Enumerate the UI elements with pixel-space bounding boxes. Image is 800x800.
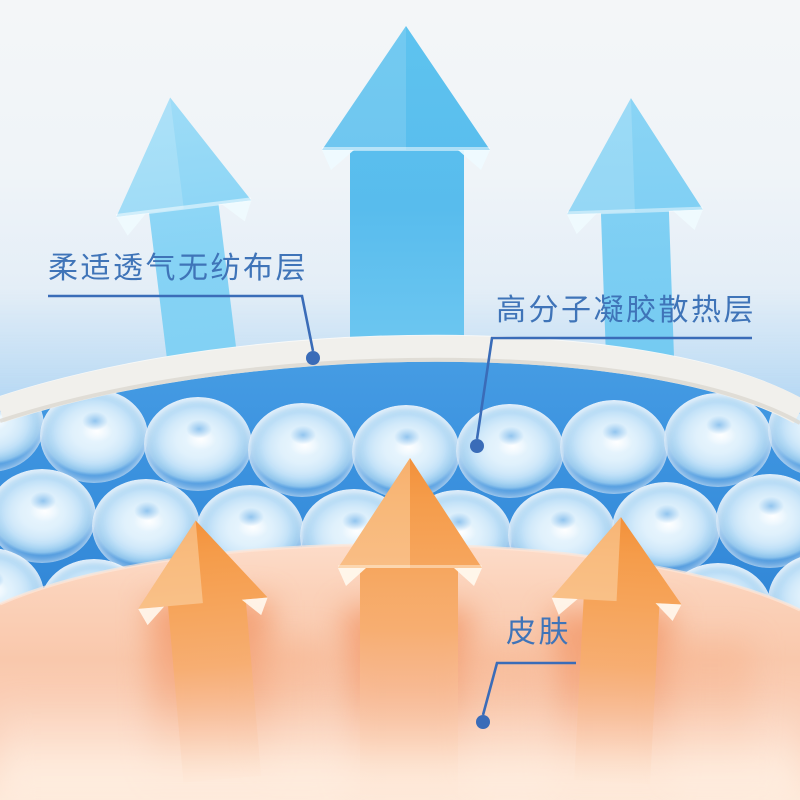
anchor-dot-icon: [470, 439, 484, 453]
label-nonwoven-layer: 柔适透气无纺布层: [48, 252, 308, 285]
gel-bubble: [716, 474, 800, 568]
orange-arrow-center-icon: [338, 458, 482, 795]
label-skin: 皮肤: [506, 616, 571, 649]
gel-bubble: [560, 400, 668, 494]
leader-skin: [476, 661, 576, 729]
blue-arrow-center-icon: [322, 26, 490, 430]
blue-arrow-right-icon: [566, 98, 703, 432]
orange-arrow-right-icon: [551, 517, 682, 785]
gel-bubble: [144, 397, 252, 491]
leader-nonwoven: [48, 294, 320, 365]
anchor-dot-icon: [306, 351, 320, 365]
gel-bubble: [248, 403, 356, 497]
gel-bubble: [664, 393, 772, 487]
leader-gel: [470, 336, 752, 453]
label-gel-layer: 高分子凝胶散热层: [496, 294, 756, 327]
orange-arrow-left-icon: [138, 520, 268, 783]
gel-bubble: [0, 469, 96, 563]
anchor-dot-icon: [476, 715, 490, 729]
